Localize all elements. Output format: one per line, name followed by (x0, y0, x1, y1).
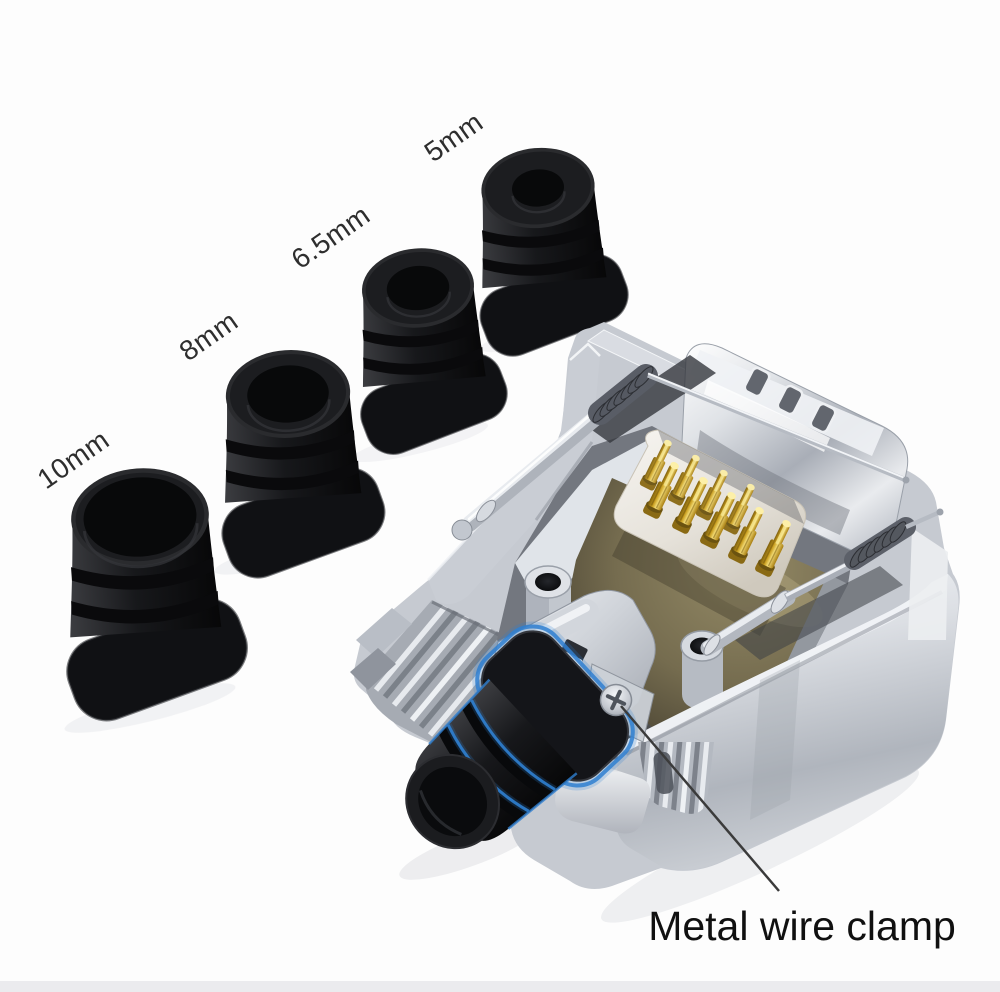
grommet-6p5mm (339, 240, 520, 465)
cable-grommet-installed (405, 621, 638, 850)
dsub-slots (743, 366, 837, 434)
jackscrew-right (700, 508, 944, 660)
grommet-5mm (458, 139, 641, 367)
grommet-10mm (44, 460, 261, 733)
dsub-hood (681, 343, 909, 553)
connector-housing (350, 322, 960, 890)
bottom-edge-strip (0, 981, 1000, 992)
jackscrew-top (451, 355, 910, 541)
grommet-8mm (201, 342, 398, 589)
leader-line (620, 705, 780, 892)
annotation-label: Metal wire clamp (648, 903, 956, 949)
